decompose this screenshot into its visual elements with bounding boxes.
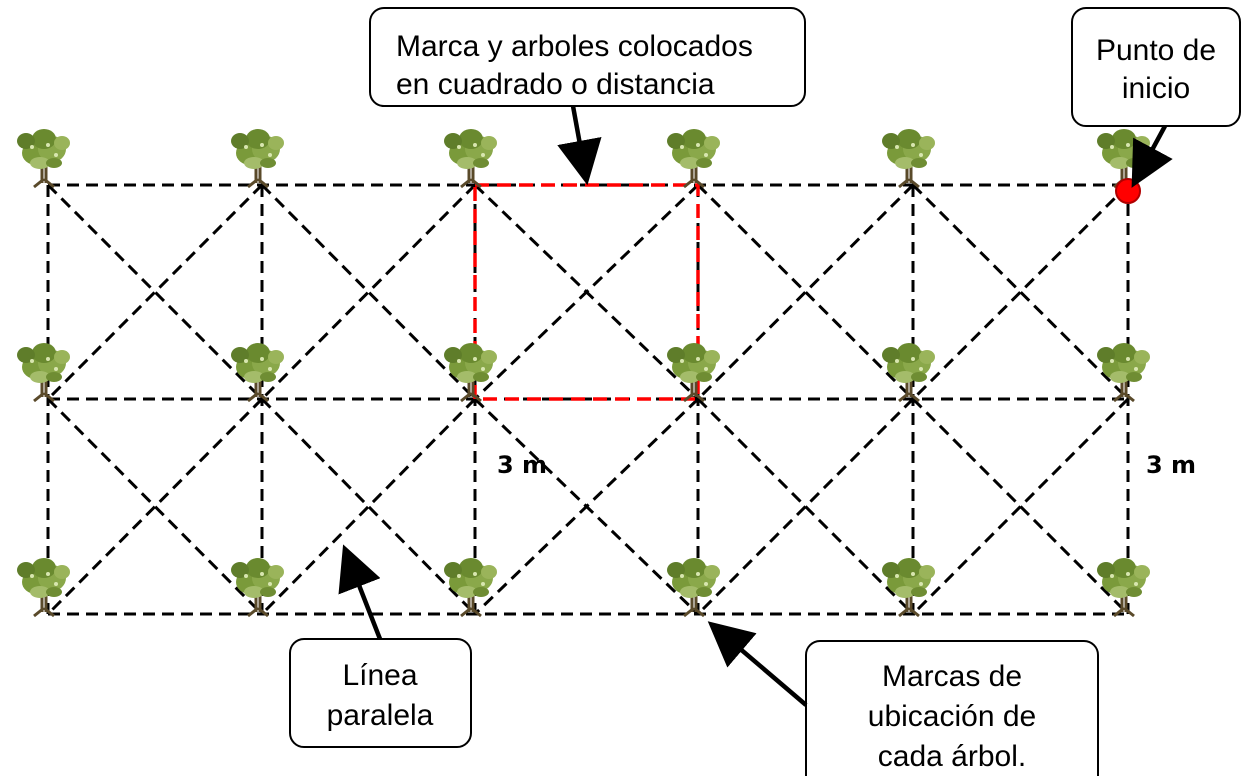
tree-icon <box>665 341 722 403</box>
tree-icon <box>665 556 722 618</box>
tree-icon <box>229 341 286 403</box>
tree-icon <box>442 556 499 618</box>
callout-inicio: Punto de inicio <box>1071 7 1241 188</box>
grid-diagonal-line <box>696 183 915 401</box>
tree-icon <box>1095 556 1152 618</box>
dimension-label-left: 3 m <box>497 451 547 479</box>
trees <box>15 127 1152 618</box>
tree-icon <box>1095 127 1152 189</box>
callout-linea: Línea paralela <box>289 544 472 748</box>
grid-diagonal-line <box>911 183 1130 401</box>
callout-marca-line-2: en cuadrado o distancia <box>396 68 715 101</box>
grid-diagonal-line <box>911 397 1130 616</box>
tree-icon <box>442 341 499 403</box>
grid-diagonal-line <box>46 183 264 401</box>
callout-inicio-line-2: inicio <box>1122 72 1190 105</box>
callout-marca-line-1: Marca y arboles colocados <box>396 30 753 63</box>
callout-marcas-line-3: cada árbol. <box>878 740 1026 773</box>
callout-inicio-arrow <box>1131 124 1173 188</box>
tree-icon <box>15 341 72 403</box>
planting-grid <box>46 183 1130 616</box>
callout-marcas: Marcas de ubicación de cada árbol. <box>707 621 1099 776</box>
callout-linea-arrow <box>338 544 383 640</box>
grid-diagonal-line <box>46 397 264 616</box>
grid-diagonal-line <box>260 183 477 401</box>
grid-diagonal-line <box>473 397 700 616</box>
grid-diagonal-line <box>696 397 915 616</box>
grid-diagonal-line <box>46 397 264 616</box>
callout-marcas-line-2: ubicación de <box>868 700 1036 733</box>
callout-linea-line-2: paralela <box>327 699 434 732</box>
start-point-icon <box>1115 178 1141 204</box>
grid-diagonal-line <box>46 183 264 401</box>
tree-icon <box>229 127 286 189</box>
tree-icon <box>1095 341 1152 403</box>
grid-diagonal-line <box>911 183 1130 401</box>
callout-linea-line-1: Línea <box>342 659 417 692</box>
tree-icon <box>229 556 286 618</box>
tree-icon <box>880 341 937 403</box>
tree-icon <box>442 127 499 189</box>
grid-diagonal-line <box>260 397 477 616</box>
tree-icon <box>15 127 72 189</box>
dimension-label-right: 3 m <box>1146 451 1196 479</box>
tree-icon <box>880 556 937 618</box>
grid-diagonal-line <box>260 397 477 616</box>
callout-marcas-arrow <box>707 621 808 707</box>
tree-icon <box>15 556 72 618</box>
tree-icon <box>665 127 722 189</box>
callout-marca-arrow <box>557 105 602 186</box>
callout-inicio-line-1: Punto de <box>1096 34 1216 67</box>
callout-marcas-line-1: Marcas de <box>882 660 1022 693</box>
grid-diagonal-line <box>260 183 477 401</box>
callout-marca: Marca y arboles colocados en cuadrado o … <box>369 7 806 186</box>
tree-icon <box>880 127 937 189</box>
grid-diagonal-line <box>696 183 915 401</box>
grid-diagonal-line <box>473 183 700 401</box>
